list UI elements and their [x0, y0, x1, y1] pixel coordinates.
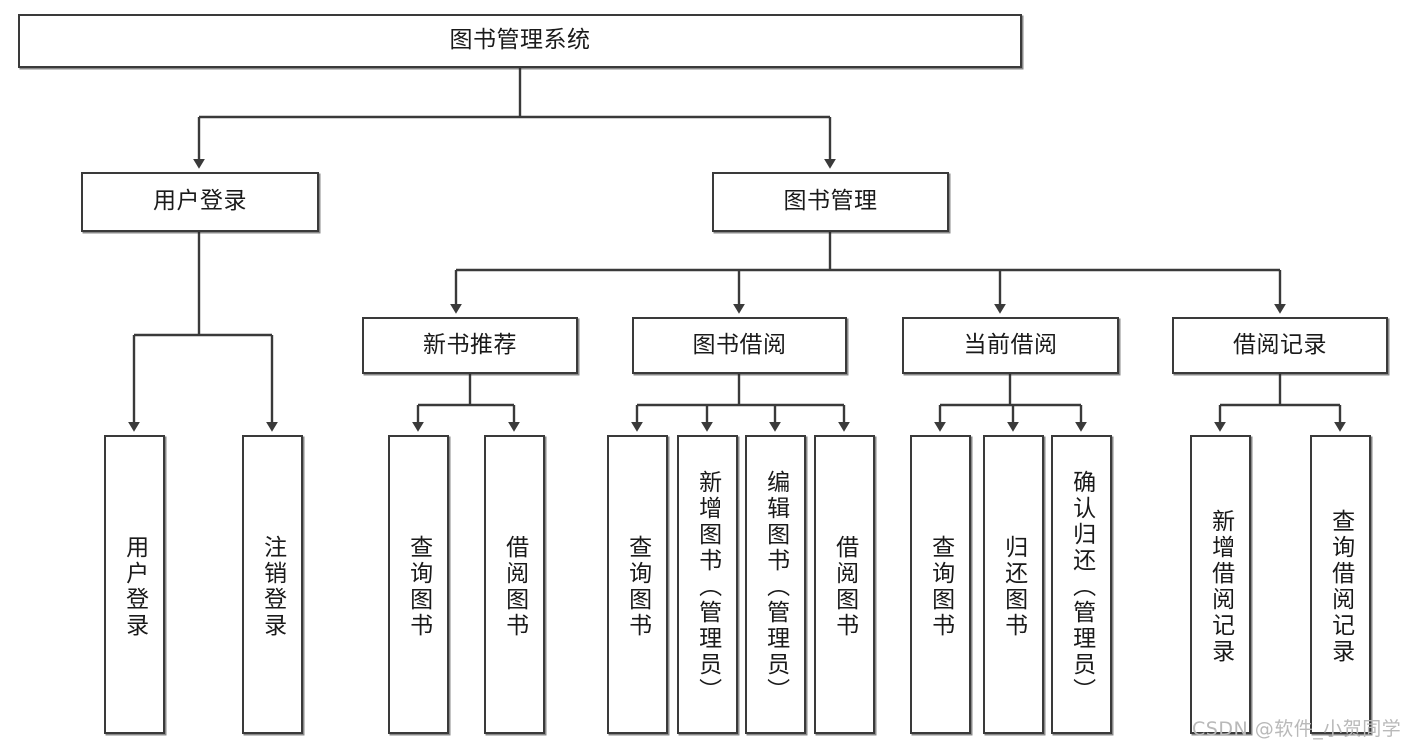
node-label: 借阅图书 [831, 534, 858, 639]
node-l3-9-归还图书[interactable]: 归还图书 [983, 435, 1044, 734]
node-label: 当前借阅 [963, 331, 1058, 358]
node-label: 查询图书 [405, 534, 432, 639]
node-l1-1-图书管理[interactable]: 图书管理 [712, 172, 949, 232]
node-label: 归还图书 [1000, 534, 1027, 639]
node-l3-0-用户登录[interactable]: 用户登录 [104, 435, 165, 734]
node-label: 新书推荐 [423, 331, 517, 358]
node-label: 查询图书 [927, 534, 954, 639]
node-l3-6-编辑图书管理员[interactable]: 编辑图书（管理员） [745, 435, 806, 734]
node-label: 新增借阅记录 [1207, 508, 1234, 665]
node-label: 用户登录 [153, 188, 247, 215]
csdn-watermark: CSDN @软件_小贺同学 [1192, 718, 1402, 740]
node-l3-7-借阅图书[interactable]: 借阅图书 [814, 435, 875, 734]
node-label: 用户登录 [121, 534, 148, 639]
node-label: 注销登录 [259, 534, 286, 639]
node-root-图书管理系统[interactable]: 图书管理系统 [18, 14, 1022, 68]
node-label: 借阅记录 [1233, 331, 1327, 358]
node-l2-0-新书推荐[interactable]: 新书推荐 [362, 317, 578, 374]
node-label: 编辑图书（管理员） [762, 469, 789, 704]
node-l3-1-注销登录[interactable]: 注销登录 [242, 435, 303, 734]
node-l2-2-当前借阅[interactable]: 当前借阅 [902, 317, 1119, 374]
node-l3-3-借阅图书[interactable]: 借阅图书 [484, 435, 545, 734]
node-l3-5-新增图书管理员[interactable]: 新增图书（管理员） [677, 435, 738, 734]
node-label: 确认归还（管理员） [1068, 469, 1095, 704]
node-label: 新增图书（管理员） [694, 469, 721, 704]
node-l3-8-查询图书[interactable]: 查询图书 [910, 435, 971, 734]
node-label: 图书管理 [783, 188, 878, 215]
node-label: 图书管理系统 [449, 27, 591, 54]
node-l1-0-用户登录[interactable]: 用户登录 [81, 172, 319, 232]
node-l3-11-新增借阅记录[interactable]: 新增借阅记录 [1190, 435, 1251, 734]
node-l3-12-查询借阅记录[interactable]: 查询借阅记录 [1310, 435, 1371, 734]
node-l3-4-查询图书[interactable]: 查询图书 [607, 435, 668, 734]
node-label: 查询图书 [624, 534, 651, 639]
node-label: 图书借阅 [692, 331, 787, 358]
node-l2-1-图书借阅[interactable]: 图书借阅 [632, 317, 847, 374]
node-l2-3-借阅记录[interactable]: 借阅记录 [1172, 317, 1388, 374]
node-label: 查询借阅记录 [1327, 508, 1354, 665]
node-l3-2-查询图书[interactable]: 查询图书 [388, 435, 449, 734]
node-label: 借阅图书 [501, 534, 528, 639]
node-l3-10-确认归还管理员[interactable]: 确认归还（管理员） [1051, 435, 1112, 734]
